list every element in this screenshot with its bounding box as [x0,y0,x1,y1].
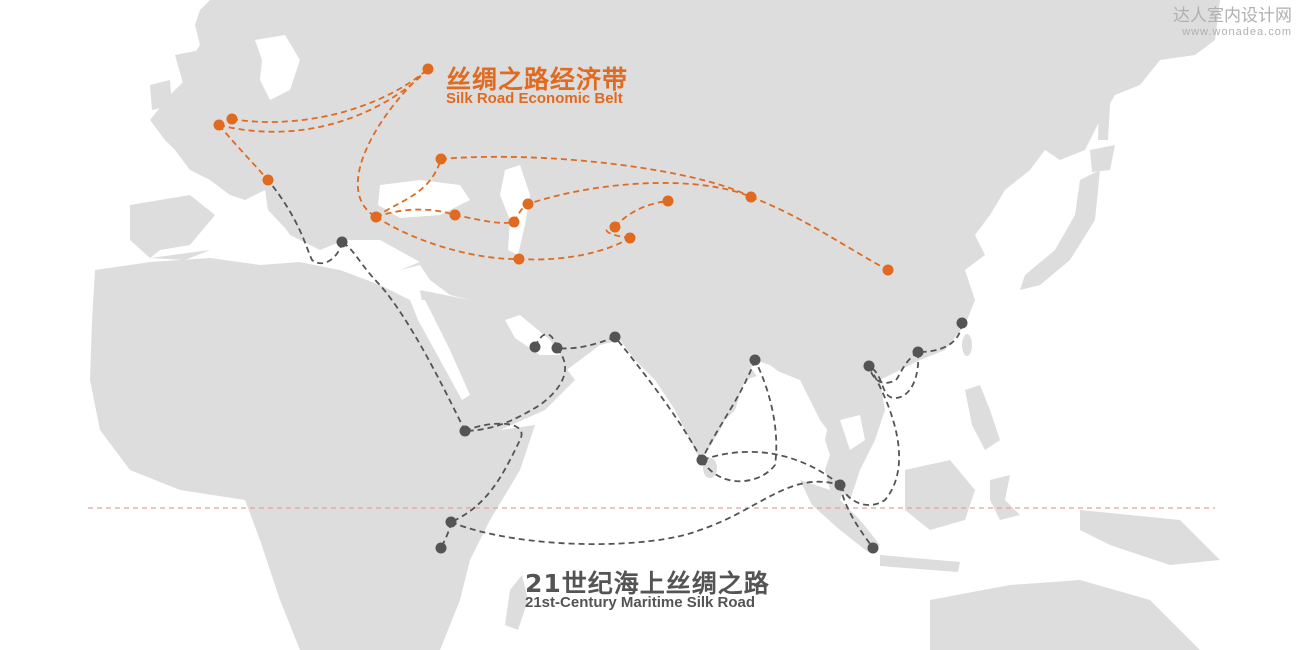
maritime-route [868,351,919,384]
australia-landmass [930,580,1200,650]
city-marker [213,119,225,131]
madagascar-landmass [505,575,528,630]
belt-route [218,68,429,133]
gulf-of-thailand [840,415,865,450]
city-marker [624,232,636,244]
maritime-route [450,480,841,546]
city-marker [226,113,238,125]
city-marker [422,63,434,75]
port-marker [445,516,457,528]
belt-route [375,158,442,218]
ireland-landmass [150,80,172,110]
taiwan-landmass [962,334,972,356]
caspian-sea [500,165,530,255]
maritime-route [464,347,566,432]
city-marker [745,191,757,203]
watermark-url: www.wonadea.com [1182,26,1292,38]
port-marker [867,542,879,554]
bay-of-bengal [735,370,820,460]
borneo-landmass [905,460,975,530]
port-marker [696,454,708,466]
maritime-route [701,359,778,482]
new-guinea-landmass [1080,510,1220,565]
maritime-route [839,484,874,549]
city-marker [662,195,674,207]
city-marker [609,221,621,233]
baltic-sea [255,35,300,100]
belt-route [218,124,269,181]
maritime-routes [267,179,963,549]
maritime-route [701,359,756,461]
maritime-route [267,179,343,265]
port-marker [749,354,761,366]
maritime-title-en: 21st-Century Maritime Silk Road [525,594,756,611]
maritime-ports [336,236,968,554]
belt-route [750,196,889,271]
maritime-route [839,365,901,506]
city-marker [370,211,382,223]
great-britain-landmass [175,50,215,125]
india-landmass [620,340,760,460]
city-marker [513,253,525,265]
city-marker [508,216,520,228]
port-marker [435,542,447,554]
maritime-route [701,450,841,486]
city-marker [882,264,894,276]
belt-route [231,68,429,123]
city-marker [522,198,534,210]
maritime-route [917,322,963,353]
port-marker [459,425,471,437]
eurasia-landmass [150,0,1220,500]
sumatra-landmass [800,480,880,552]
inland-seas [150,35,865,460]
java-landmass [880,555,960,572]
mediterranean-sea [150,215,420,270]
belt-route [513,182,752,223]
sakhalin-landmass [1098,68,1112,140]
japan-landmass [1020,170,1100,290]
port-marker [912,346,924,358]
city-marker [449,209,461,221]
red-sea [410,300,470,400]
black-sea [378,180,470,218]
indochina-landmass [790,370,885,500]
watermark-name: 达人室内设计网 [1173,6,1292,26]
port-marker [609,331,621,343]
port-marker [529,341,541,353]
city-marker [435,153,447,165]
maritime-route [614,336,703,461]
sulawesi-landmass [990,475,1020,520]
maritime-route [868,351,920,399]
port-marker [956,317,968,329]
port-marker [336,236,348,248]
belt-title-en: Silk Road Economic Belt [446,90,623,107]
philippines-landmass [965,385,1000,450]
port-marker [863,360,875,372]
belt-route [440,155,752,198]
land-masses [90,0,1220,650]
port-marker [551,342,563,354]
watermark: 达人室内设计网 www.wonadea.com [1173,6,1292,38]
persian-gulf [505,315,560,355]
city-marker [262,174,274,186]
belt-route [356,68,429,218]
maritime-route [341,241,466,432]
belt-cities [213,63,894,276]
africa-landmass [90,258,535,650]
maritime-route [450,422,523,523]
hokkaido-landmass [1090,145,1115,172]
maritime-title-cn: 21世纪海上丝绸之路 [525,569,770,598]
belt-title-cn: 丝绸之路经济带 [446,65,629,94]
port-marker [834,479,846,491]
